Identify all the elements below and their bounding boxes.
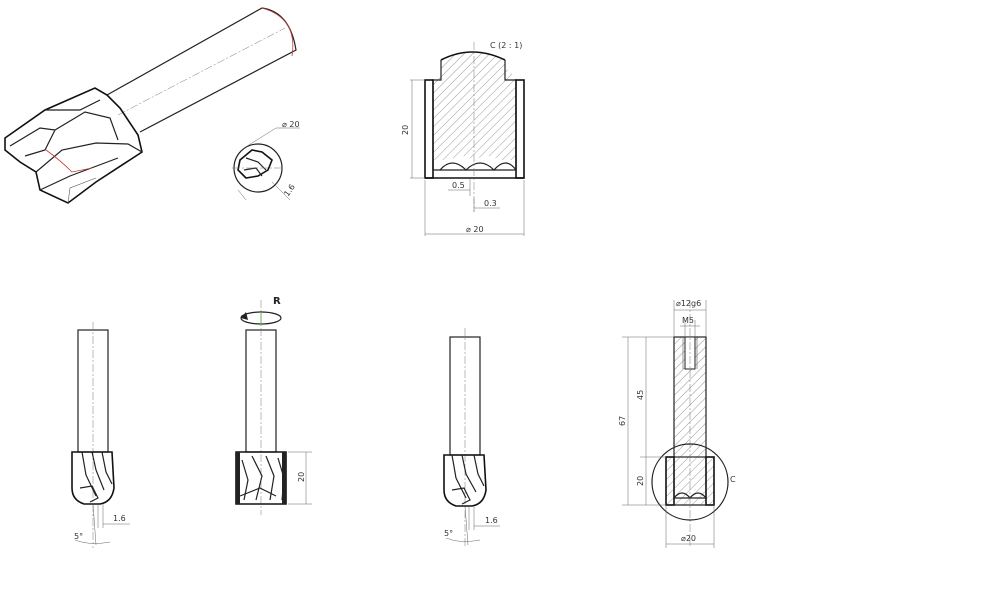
section-title: C (2 : 1) — [490, 41, 522, 50]
view4-diameter-label: ⌀20 — [681, 534, 696, 543]
view3-depth-label: 1.6 — [485, 516, 498, 525]
view3-angle-label: 5° — [444, 529, 453, 538]
detail-diameter-label: ⌀ 20 — [282, 120, 300, 129]
view4-thread-label: M5 — [682, 316, 694, 325]
rotation-label: R — [273, 296, 281, 307]
section-radius-label: 0.3 — [484, 199, 497, 208]
view4-overall-label: 67 — [618, 416, 627, 426]
side-view-3: 1.6 5° — [443, 328, 500, 548]
section-height-label: 20 — [401, 125, 410, 135]
section-c-view: 20 ⌀ 20 0.5 0.3 C (2 : 1) — [401, 41, 525, 236]
side-view-2: R 20 — [235, 296, 312, 515]
section-diameter-label: ⌀ 20 — [466, 225, 484, 234]
section-gap-label: 0.5 — [452, 181, 465, 190]
isometric-view — [4, 7, 297, 204]
view2-height-label: 20 — [297, 472, 306, 482]
side-view-1: 1.6 5° — [71, 322, 130, 548]
view4-cut-length-label: 20 — [636, 476, 645, 486]
detail-depth-label: 1.6 — [282, 183, 297, 199]
view4-shank-length-label: 45 — [636, 390, 645, 400]
view1-depth-label: 1.6 — [113, 514, 126, 523]
detail-view: ⌀ 20 1.6 — [232, 120, 300, 201]
section-view-4: C ⌀12g6 M5 67 45 20 ⌀20 — [618, 299, 736, 548]
view4-shank-label: ⌀12g6 — [676, 299, 701, 308]
view4-detail-label: C — [730, 475, 736, 484]
view1-angle-label: 5° — [74, 532, 83, 541]
